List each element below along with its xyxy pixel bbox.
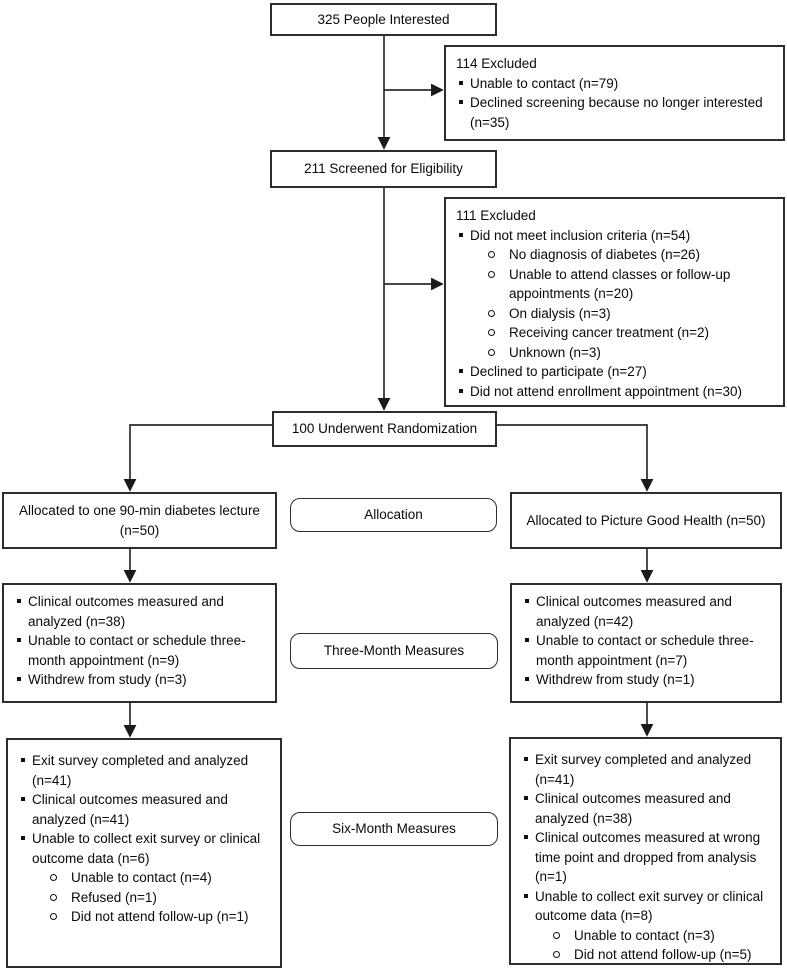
list-item: Unable to contact (n=3)	[521, 926, 770, 946]
six-month-stage-text: Six-Month Measures	[332, 821, 456, 837]
list-item: Unable to collect exit survey or clinica…	[521, 887, 770, 926]
list-item: Withdrew from study (n=1)	[522, 670, 770, 690]
list-item: Clinical outcomes measured and analyzed …	[14, 592, 265, 631]
six-month-stage-label: Six-Month Measures	[290, 812, 498, 846]
list-item: Did not attend follow-up (n=1)	[18, 907, 270, 927]
allocation-right-box: Allocated to Picture Good Health (n=50)	[510, 492, 782, 549]
six-month-left-box: Exit survey completed and analyzed (n=41…	[6, 738, 282, 968]
three-month-left-list: Clinical outcomes measured and analyzed …	[14, 592, 265, 690]
list-item: Declined screening because no longer int…	[456, 93, 773, 132]
allocation-stage-label: Allocation	[290, 498, 497, 532]
list-item: On dialysis (n=3)	[456, 304, 773, 324]
list-item: No diagnosis of diabetes (n=26)	[456, 245, 773, 265]
arrow-randomization-to-right-allocation	[497, 424, 654, 492]
six-month-right-list: Exit survey completed and analyzed (n=41…	[521, 750, 770, 965]
list-item: Unable to contact (n=79)	[456, 74, 773, 94]
list-item: Clinical outcomes measured and analyzed …	[521, 789, 770, 828]
screened-box-label: 211 Screened for Eligibility	[304, 161, 463, 177]
six-month-left-list: Exit survey completed and analyzed (n=41…	[18, 751, 270, 927]
allocation-right-label: Allocated to Picture Good Health (n=50)	[526, 512, 766, 528]
list-item: Unable to collect exit survey or clinica…	[18, 829, 270, 868]
allocation-stage-text: Allocation	[364, 507, 423, 523]
interested-box: 325 People Interested	[270, 3, 497, 36]
list-item: Clinical outcomes measured at wrong time…	[521, 828, 770, 887]
list-item: Unknown (n=3)	[456, 343, 773, 363]
list-item: Withdrew from study (n=3)	[14, 670, 265, 690]
allocation-left-label: Allocated to one 90-min diabetes lecture…	[19, 503, 260, 538]
excluded-box-1-list: Unable to contact (n=79) Declined screen…	[456, 74, 773, 133]
list-item: Clinical outcomes measured and analyzed …	[522, 592, 770, 631]
excluded-box-2: 111 Excluded Did not meet inclusion crit…	[444, 197, 785, 407]
list-item: Did not attend enrollment appointment (n…	[456, 382, 773, 402]
excluded-box-2-title: 111 Excluded	[456, 208, 536, 223]
list-item: Exit survey completed and analyzed (n=41…	[18, 751, 270, 790]
three-month-right-list: Clinical outcomes measured and analyzed …	[522, 592, 770, 690]
allocation-left-box: Allocated to one 90-min diabetes lecture…	[2, 492, 277, 549]
list-item: Declined to participate (n=27)	[456, 362, 773, 382]
randomization-box: 100 Underwent Randomization	[272, 411, 497, 447]
randomization-box-label: 100 Underwent Randomization	[291, 421, 478, 437]
list-item: Unable to contact (n=4)	[18, 868, 270, 888]
list-item: Unable to contact or schedule three-mont…	[522, 631, 770, 670]
excluded-box-2-list: Did not meet inclusion criteria (n=54) N…	[456, 226, 773, 402]
arrow-randomization-to-left-allocation	[123, 424, 272, 492]
three-month-right-box: Clinical outcomes measured and analyzed …	[510, 583, 782, 703]
list-item: Did not attend follow-up (n=5)	[521, 945, 770, 965]
list-item: Refused (n=1)	[18, 888, 270, 908]
interested-box-label: 325 People Interested	[317, 11, 450, 27]
three-month-stage-text: Three-Month Measures	[323, 643, 465, 659]
three-month-left-box: Clinical outcomes measured and analyzed …	[2, 583, 277, 703]
list-item: Unable to contact or schedule three-mont…	[14, 631, 265, 670]
excluded-box-1-title: 114 Excluded	[456, 56, 537, 71]
list-item: Receiving cancer treatment (n=2)	[456, 323, 773, 343]
screened-box: 211 Screened for Eligibility	[270, 150, 497, 188]
list-item: Did not meet inclusion criteria (n=54)	[456, 226, 773, 246]
six-month-right-box: Exit survey completed and analyzed (n=41…	[509, 737, 782, 965]
list-item: Clinical outcomes measured and analyzed …	[18, 790, 270, 829]
excluded-box-1: 114 Excluded Unable to contact (n=79) De…	[444, 45, 785, 141]
list-item: Unable to attend classes or follow-up ap…	[456, 265, 773, 304]
three-month-stage-label: Three-Month Measures	[290, 633, 498, 669]
list-item: Exit survey completed and analyzed (n=41…	[521, 750, 770, 789]
